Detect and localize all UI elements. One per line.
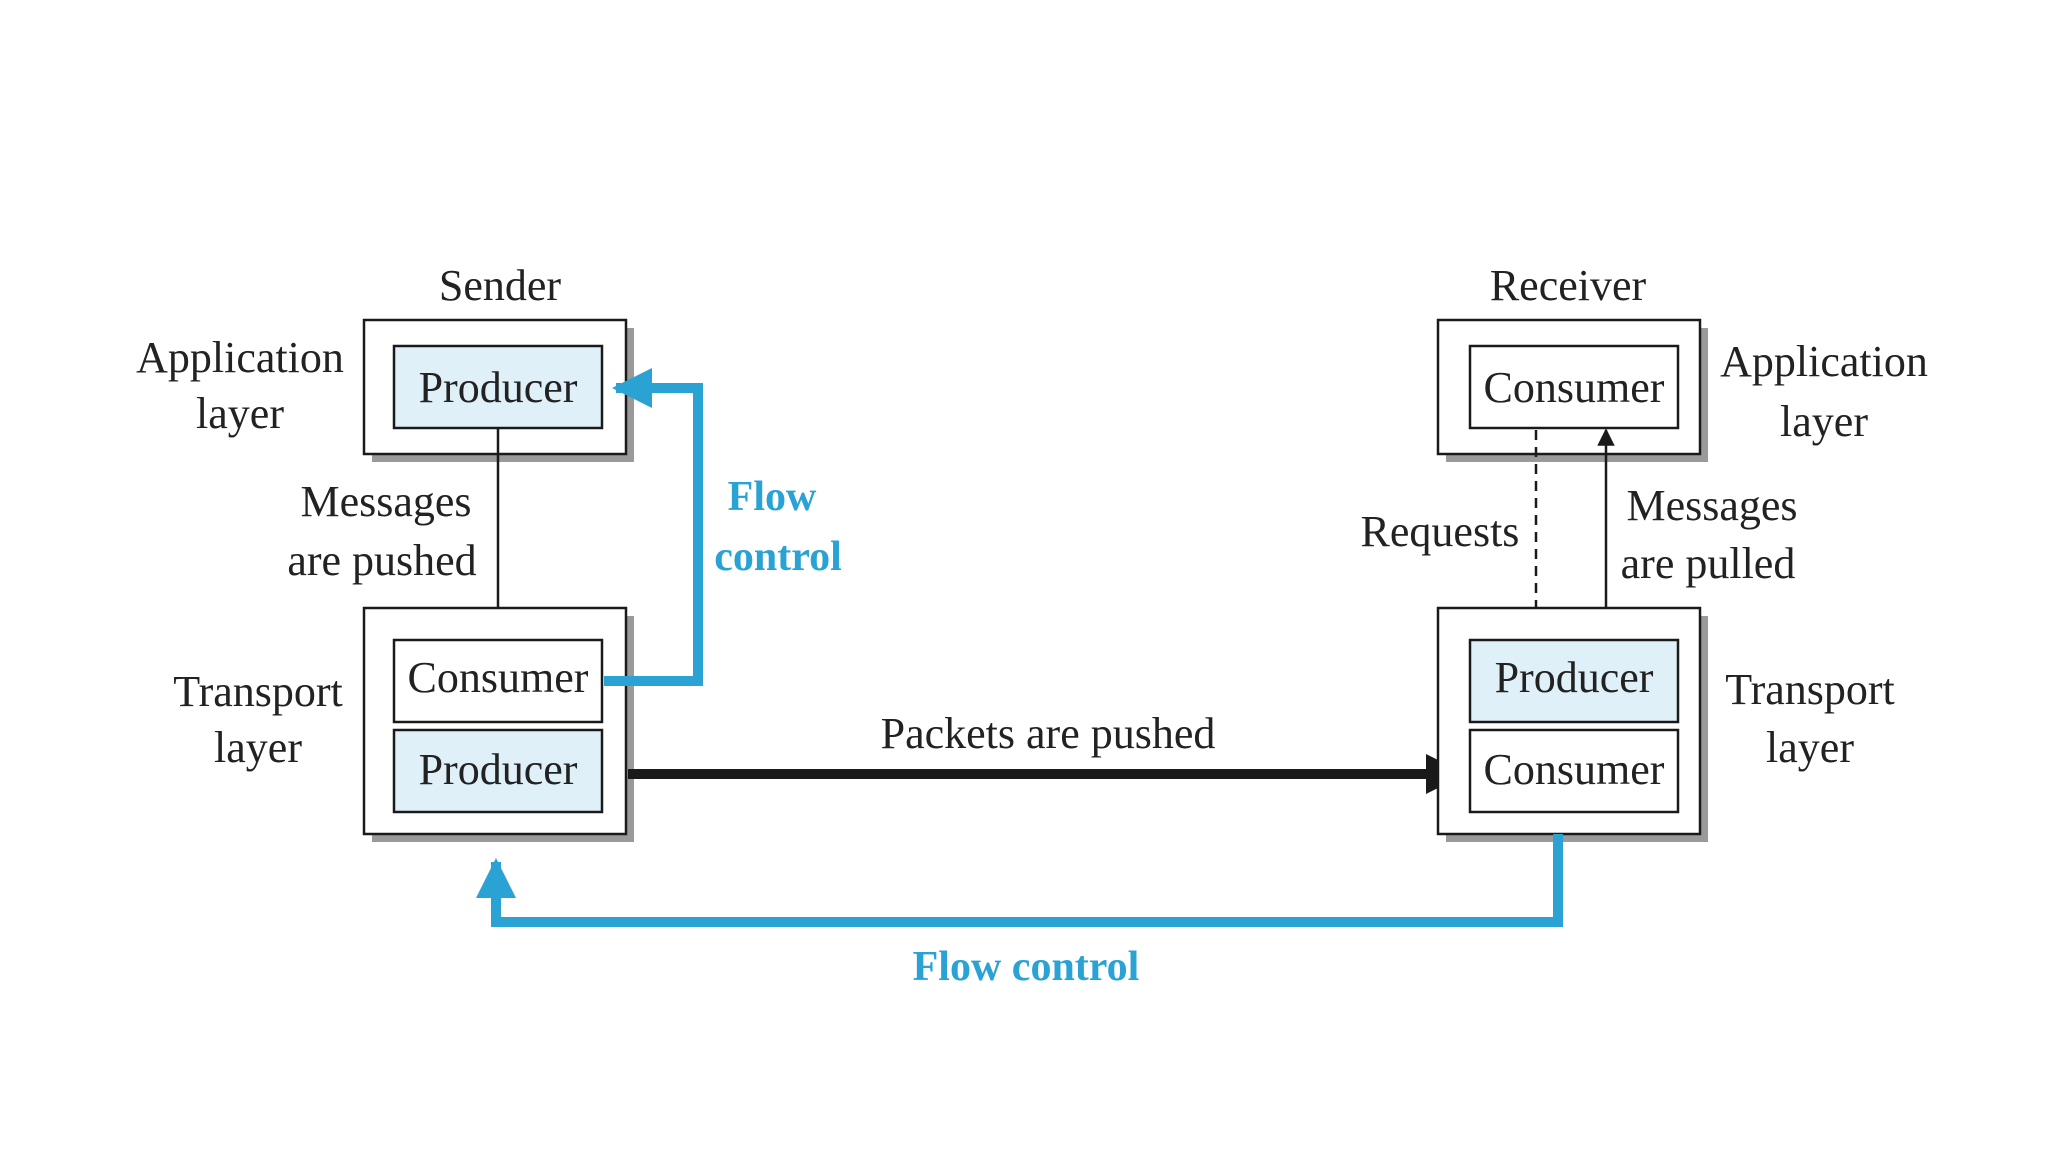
sender-producer-box: [392, 344, 604, 430]
receiver-messages-label-line2: are pulled: [1621, 539, 1796, 588]
sender-messages-label-line1: Messages: [300, 477, 471, 526]
end-to-end-flow-control-arrow: [476, 834, 1563, 927]
receiver-transport-layer-label-line1: Transport: [1725, 665, 1895, 714]
requests-label: Requests: [1361, 507, 1520, 556]
sender-producer-label: Producer: [419, 363, 578, 412]
local-flow-control-label-line1: Flow: [728, 474, 817, 520]
end-to-end-flow-control-label: Flow control: [913, 944, 1140, 990]
sender-app-layer-label-line1: Application: [136, 333, 344, 382]
sender-transport-producer-label: Producer: [419, 745, 578, 794]
sender-messages-label-line2: are pushed: [287, 536, 476, 585]
sender-transport-layer-label-line1: Transport: [173, 667, 343, 716]
receiver-title: Receiver: [1490, 261, 1647, 310]
receiver-producer-label: Producer: [1495, 653, 1654, 702]
receiver-producer-box: [1468, 638, 1680, 724]
receiver-app-layer-label-line2: layer: [1780, 397, 1868, 446]
sender-app-layer-label-line2: layer: [196, 389, 284, 438]
receiver-transport-layer-label-line2: layer: [1766, 723, 1854, 772]
local-flow-control-label-line2: control: [714, 534, 842, 580]
packets-label: Packets are pushed: [881, 709, 1216, 758]
sender-transport-layer-label-line2: layer: [214, 723, 302, 772]
receiver-consumer-box: [1468, 344, 1680, 430]
receiver-transport-consumer-label: Consumer: [1484, 745, 1665, 794]
sender-title: Sender: [439, 261, 562, 310]
sender-transport-producer-box: [392, 728, 604, 814]
local-flow-control-arrow: [604, 368, 703, 686]
sender-consumer-box: [392, 638, 604, 724]
receiver-messages-label-line1: Messages: [1626, 481, 1797, 530]
receiver-transport-consumer-box: [1468, 728, 1680, 814]
receiver-consumer-label: Consumer: [1484, 363, 1665, 412]
sender-consumer-label: Consumer: [408, 653, 589, 702]
receiver-app-layer-label-line1: Application: [1720, 337, 1928, 386]
